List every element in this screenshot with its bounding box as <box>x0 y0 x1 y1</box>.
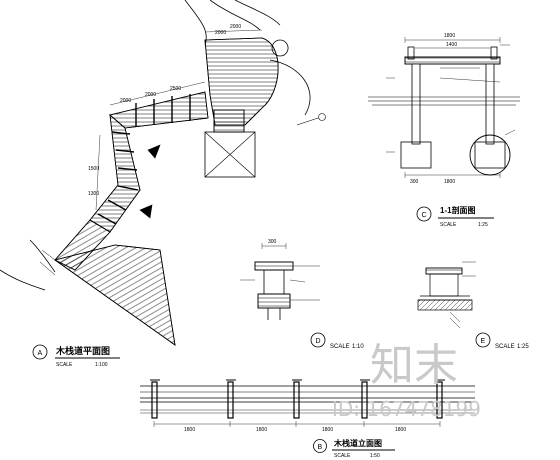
detail-e <box>417 261 476 329</box>
watermark-logo-text: 知末 <box>370 340 458 391</box>
dim-label: 1800 <box>444 33 455 39</box>
dim-label: 2000 <box>120 98 131 104</box>
section-1-1-labels: 1800 1400 1800 300 C 1-1剖面图 SCALE 1:25 <box>410 33 494 228</box>
detail-e-labels: E SCALE 1:25 <box>475 332 529 350</box>
elevation-scale-value: 1:50 <box>370 453 380 459</box>
terrain-contour <box>209 0 261 31</box>
detail-d-scale-value: 1:10 <box>352 344 364 350</box>
pile-post <box>411 63 421 145</box>
lower-deck <box>54 244 176 346</box>
watermark-id: ID: 167478199 <box>332 397 481 421</box>
terrain-contour <box>269 59 311 116</box>
plan-scale-label: SCALE <box>56 362 73 368</box>
pile-post <box>485 63 495 145</box>
dim-label: 1400 <box>446 42 457 48</box>
dim-label: 300 <box>410 179 419 185</box>
detail-d <box>240 243 320 320</box>
terrain-contour <box>234 0 281 26</box>
detail-d-scale-label: SCALE <box>330 344 350 350</box>
dim-label: 1500 <box>88 166 99 172</box>
tree-symbol <box>271 39 289 57</box>
dim-label: 300 <box>268 239 277 245</box>
elevation-posts <box>151 381 443 419</box>
terrain-contour <box>29 239 56 273</box>
detail-d-marker: D <box>316 338 321 345</box>
dim-label: 1800 <box>184 427 195 433</box>
boardwalk-elevation <box>140 379 475 427</box>
section-scale-value: 1:25 <box>478 222 488 228</box>
section-cut-markers <box>139 113 326 219</box>
dim-label: 2000 <box>230 24 241 30</box>
dim-label: 2000 <box>215 30 226 36</box>
plan-scale-value: 1:100 <box>95 362 108 368</box>
detail-e-scale-value: 1:25 <box>517 344 529 350</box>
dim-label: 2500 <box>170 86 181 92</box>
walkway-posts <box>135 94 191 127</box>
dim-label: 1800 <box>444 179 455 185</box>
dim-label: 2000 <box>145 92 156 98</box>
detail-e-marker: E <box>481 338 486 345</box>
detail-e-scale-label: SCALE <box>495 344 515 350</box>
boardwalk-plan <box>0 0 311 346</box>
section-marker: C <box>422 212 427 219</box>
plan-marker: A <box>38 350 43 357</box>
plan-title: 木栈道平面图 <box>55 345 110 356</box>
footing <box>474 141 506 169</box>
dim-label: 1800 <box>395 427 406 433</box>
section-1-1 <box>368 37 520 178</box>
plan-title-block: A 木栈道平面图 SCALE 1:100 <box>32 344 120 368</box>
terrain-contour <box>184 0 207 46</box>
dim-label: 1300 <box>88 191 99 197</box>
deck-line <box>140 397 475 403</box>
detail-d-labels: 300 D SCALE 1:10 <box>268 239 364 350</box>
terrain-contour <box>0 269 46 291</box>
section-title: 1-1剖面图 <box>440 205 476 215</box>
footing <box>400 141 432 169</box>
dim-label: 1800 <box>322 427 333 433</box>
post-section <box>263 269 285 295</box>
water-line <box>140 409 475 414</box>
elevation-labels: 1800 1800 1800 1800 B 木栈道立面图 SCALE 1:50 <box>184 427 406 459</box>
section-scale-label: SCALE <box>440 222 457 228</box>
elevation-title: 木栈道立面图 <box>333 438 382 448</box>
dim-label: 1800 <box>256 427 267 433</box>
watermark: 知末 ID: 167478199 <box>332 340 481 421</box>
deck-beam <box>404 56 501 65</box>
plan-dimension-labels: 2000 2000 2500 2000 2000 1500 1300 <box>88 24 241 197</box>
elevation-scale-label: SCALE <box>334 453 351 459</box>
elevation-marker: B <box>318 444 323 451</box>
water-line <box>368 96 520 106</box>
